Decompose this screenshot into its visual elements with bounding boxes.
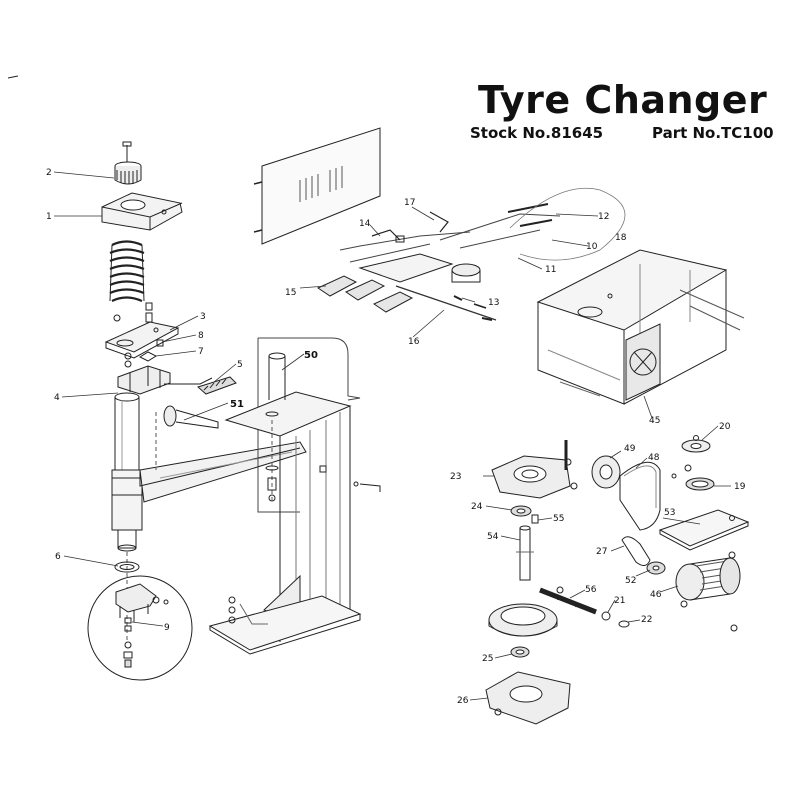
callout-50: 50 <box>304 350 318 361</box>
callout-53: 53 <box>664 508 675 518</box>
part-22-ring <box>618 620 630 628</box>
part-25-bearing <box>510 646 530 658</box>
nut-stand <box>228 596 236 604</box>
callout-6: 6 <box>55 552 61 562</box>
machine-stand <box>208 337 362 655</box>
part-8-bolt <box>156 339 164 347</box>
page-title: Tyre Changer <box>478 78 768 122</box>
part-27-belt <box>621 536 651 566</box>
callout-10: 10 <box>586 242 598 252</box>
horizontal-arm <box>139 441 307 503</box>
stock-number: Stock No.81645 <box>470 124 604 142</box>
part-large-gear <box>488 603 558 637</box>
washer <box>124 352 132 360</box>
bolt-small <box>145 302 153 311</box>
nut <box>113 314 121 322</box>
part-number: Part No.TC100 <box>652 124 774 142</box>
part-21-washer <box>601 611 611 621</box>
callout-4: 4 <box>54 393 60 403</box>
callout-11: 11 <box>545 265 556 275</box>
callout-20: 20 <box>719 422 731 432</box>
leader-lines <box>53 171 731 701</box>
control-linkage <box>316 203 561 321</box>
part-51-bolt <box>163 405 219 429</box>
bolt-stand <box>359 483 381 492</box>
callout-54: 54 <box>487 532 499 542</box>
part-48-belt <box>619 461 661 531</box>
callout-1: 1 <box>46 212 52 222</box>
part-23-housing <box>491 455 571 499</box>
part-19-bearing <box>685 477 715 491</box>
callout-23: 23 <box>450 472 461 482</box>
part-54-shaft <box>516 525 534 581</box>
callout-13: 13 <box>488 298 499 308</box>
callout-3: 3 <box>200 312 206 322</box>
callout-55: 55 <box>553 514 564 524</box>
part-3-bracket <box>104 321 180 359</box>
part-4-latch <box>117 365 171 395</box>
callout-56: 56 <box>585 585 597 595</box>
callout-27: 27 <box>596 547 607 557</box>
callout-45: 45 <box>649 416 660 426</box>
part-9-detail <box>87 575 193 681</box>
callout-48: 48 <box>648 453 660 463</box>
callout-8: 8 <box>198 331 204 341</box>
callout-15: 15 <box>285 288 296 298</box>
part-55-key <box>531 514 539 524</box>
callout-51: 51 <box>230 399 244 410</box>
callout-19: 19 <box>734 482 746 492</box>
part-20-cap <box>681 439 711 453</box>
callout-2: 2 <box>46 168 52 178</box>
callout-46: 46 <box>650 590 662 600</box>
part-53-plate <box>658 509 750 551</box>
callout-21: 21 <box>614 596 625 606</box>
callout-25: 25 <box>482 654 493 664</box>
vertical-column <box>111 392 143 552</box>
washer-2 <box>124 360 132 368</box>
spring <box>109 240 145 303</box>
callout-9: 9 <box>164 623 170 633</box>
part-50-pin <box>265 352 286 502</box>
callout-16: 16 <box>408 337 420 347</box>
callout-14: 14 <box>359 219 371 229</box>
side-panel <box>253 127 381 245</box>
part-56-worm-shaft <box>539 587 597 615</box>
callout-labels: 2 1 3 8 7 5 4 51 50 6 9 17 14 15 16 13 1… <box>46 168 746 706</box>
callout-5: 5 <box>237 360 243 370</box>
part-24-bearing <box>510 505 532 517</box>
callout-18: 18 <box>615 233 627 243</box>
bolt-small-2 <box>145 312 153 323</box>
part-49-pulley <box>591 455 621 489</box>
part-46-motor <box>675 557 741 632</box>
callout-12: 12 <box>598 212 609 222</box>
part-5-handle <box>164 376 237 395</box>
callout-52: 52 <box>625 576 636 586</box>
callout-26: 26 <box>457 696 469 706</box>
part-52-pulley <box>646 561 666 575</box>
part-2-knob <box>114 141 142 185</box>
part-26-housing <box>485 671 571 725</box>
callout-24: 24 <box>471 502 483 512</box>
electrical-cabinet <box>536 249 745 405</box>
part-1-cap <box>101 192 183 231</box>
callout-22: 22 <box>641 615 652 625</box>
part-6-ring <box>114 561 140 573</box>
callout-17: 17 <box>404 198 415 208</box>
callout-7: 7 <box>198 347 204 357</box>
callout-49: 49 <box>624 444 636 454</box>
